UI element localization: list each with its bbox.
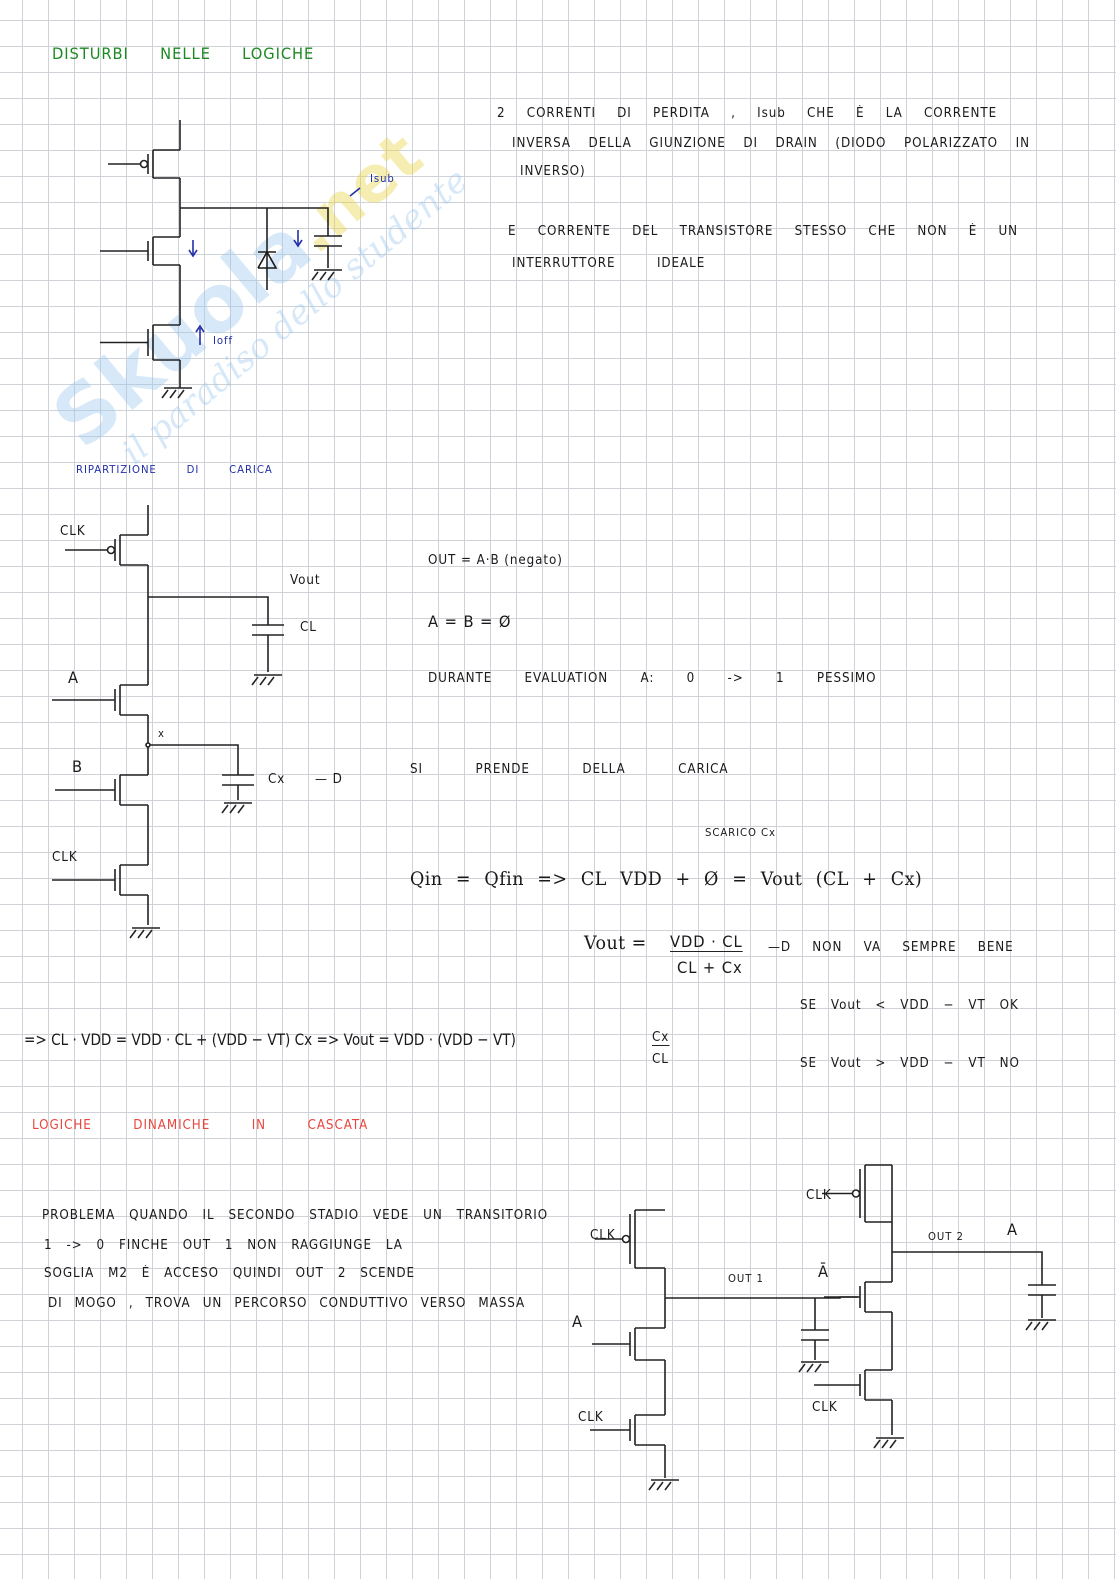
ground-symbol	[311, 269, 342, 281]
text-line: SOGLIA M2 È ACCESO QUINDI OUT 2 SCENDE	[44, 1266, 416, 1281]
abar-label: Ā	[818, 1262, 829, 1281]
scarico-note: SCARICO Cx	[705, 826, 776, 839]
cx-label: Cx	[268, 772, 286, 787]
ground-symbol	[221, 802, 252, 814]
capacitor	[314, 235, 342, 247]
out2-label: OUT 2	[928, 1230, 964, 1243]
text-line: INVERSA DELLA GIUNZIONE DI DRAIN (DIODO …	[512, 136, 1030, 151]
vout-label: Vout	[290, 573, 321, 588]
pmos-transistor	[108, 149, 180, 179]
vout-derivation-num: Cx	[652, 1030, 670, 1046]
node-x	[145, 742, 151, 748]
nmos-transistor	[100, 324, 180, 361]
text-line: INTERRUTTORE IDEALE	[512, 256, 706, 271]
clk-label: CLK	[590, 1228, 616, 1243]
cl-label: CL	[300, 620, 317, 635]
evaluation-line: DURANTE EVALUATION A: 0 -> 1 PESSIMO	[428, 671, 877, 686]
ioff-label: Ioff	[213, 334, 233, 347]
vout-eq-num: VDD · CL	[670, 932, 743, 952]
text-line: PROBLEMA QUANDO IL SECONDO STADIO VEDE U…	[42, 1208, 549, 1223]
charge-line: SI PRENDE DELLA CARICA	[410, 762, 729, 777]
wires	[179, 120, 329, 388]
ground-symbol	[873, 1437, 904, 1449]
out-equation: OUT = A·B (negato)	[428, 553, 563, 568]
ground-symbol	[129, 927, 160, 939]
cx-arrow: — D	[315, 772, 343, 787]
a-output-label: A	[1007, 1220, 1018, 1239]
nmos-transistor	[100, 236, 180, 266]
vout-eq-den: CL + Cx	[677, 958, 743, 977]
clk-label: CLK	[52, 850, 78, 865]
wires	[147, 505, 269, 925]
vout-eq-note: —D NON VA SEMPRE BENE	[768, 940, 1014, 955]
diode-icon	[257, 250, 278, 269]
vout-derivation-eq: => CL · VDD = VDD · CL + (VDD − VT) Cx =…	[24, 1030, 516, 1049]
a-label: A	[572, 1312, 583, 1331]
clk-label: CLK	[812, 1400, 838, 1415]
text-line: INVERSO)	[520, 164, 586, 179]
text-line: E CORRENTE DEL TRANSISTORE STESSO CHE NO…	[508, 224, 1019, 239]
section-title-disturbi: DISTURBI NELLE LOGICHE	[52, 44, 315, 63]
nmos-transistor	[52, 684, 148, 716]
vout-derivation-den: CL	[652, 1052, 669, 1067]
ground-symbol	[648, 1479, 679, 1491]
x-node-label: x	[158, 727, 165, 740]
ab-zero: A = B = Ø	[428, 612, 512, 631]
ground-symbol	[798, 1361, 829, 1373]
ground-symbol	[161, 387, 192, 399]
clk-label: CLK	[578, 1410, 604, 1425]
capacitor-cx	[222, 774, 254, 786]
ground-symbol	[251, 674, 282, 686]
nmos-transistor	[590, 1414, 665, 1446]
current-arrows	[188, 187, 361, 345]
nmos-transistor	[52, 864, 148, 896]
section-title-ripartizione: RIPARTIZIONE DI CARICA	[76, 463, 273, 476]
out1-label: OUT 1	[728, 1272, 764, 1285]
condition-no: SE Vout > VDD − VT NO	[800, 1056, 1020, 1071]
nmos-transistor	[592, 1327, 665, 1361]
text-line: 1 -> 0 FINCHE OUT 1 NON RAGGIUNGE LA	[44, 1238, 403, 1253]
text-line: 2 CORRENTI DI PERDITA , Isub CHE È LA CO…	[497, 106, 998, 121]
nmos-transistor	[814, 1369, 892, 1401]
a-label: A	[68, 668, 79, 687]
wires	[664, 1165, 1043, 1478]
clk-label: CLK	[60, 524, 86, 539]
condition-ok: SE Vout < VDD − VT OK	[800, 998, 1019, 1013]
b-label: B	[72, 757, 84, 776]
pmos-transistor	[595, 1209, 665, 1269]
capacitor	[801, 1329, 829, 1341]
clk-label: CLK	[806, 1188, 832, 1203]
capacitor	[1028, 1284, 1056, 1296]
charge-conservation-eq: Qin = Qfin => CL VDD + Ø = Vout (CL + Cx…	[410, 868, 923, 890]
vout-eq-lhs: Vout =	[584, 932, 647, 954]
text-line: DI MOGO , TROVA UN PERCORSO CONDUTTIVO V…	[48, 1296, 526, 1311]
pmos-transistor	[65, 534, 148, 566]
nmos-transistor	[55, 774, 148, 806]
isub-label: Isub	[370, 172, 395, 185]
section-title-cascata: LOGICHE DINAMICHE IN CASCATA	[32, 1118, 369, 1133]
capacitor-cl	[252, 624, 284, 636]
ground-symbol	[1025, 1319, 1056, 1331]
pmos-transistor	[822, 1164, 892, 1223]
